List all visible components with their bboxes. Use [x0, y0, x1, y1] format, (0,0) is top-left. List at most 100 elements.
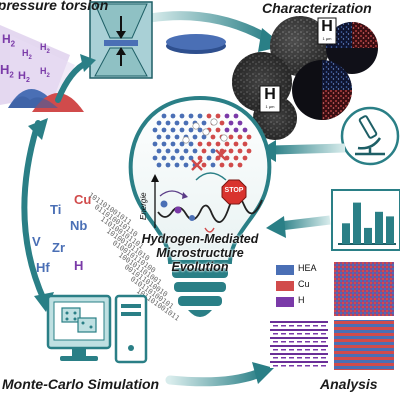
element-h: H	[74, 258, 84, 273]
computer-tower-icon	[114, 294, 148, 364]
legend-label-cu: Cu	[298, 279, 310, 289]
lattice-atom	[161, 141, 167, 147]
lattice-atom	[174, 120, 180, 126]
vacancy	[220, 134, 228, 142]
lattice-atom	[170, 155, 176, 161]
vacancy	[210, 118, 218, 126]
legend-swatch	[276, 265, 294, 275]
legend-swatch	[276, 297, 294, 307]
light-bulb	[128, 95, 272, 317]
lattice-atom	[170, 141, 176, 147]
lattice-atom	[188, 113, 194, 119]
lattice-atom	[233, 127, 239, 133]
stop-sign	[221, 179, 247, 205]
lattice-atom	[183, 162, 189, 168]
lattice-atom	[161, 155, 167, 161]
lattice-atom	[192, 134, 198, 140]
lattice-atom	[156, 134, 162, 140]
marker-scale-2: 1 µm	[265, 104, 275, 109]
lattice-atom	[219, 120, 225, 126]
hpt-anvils	[89, 1, 153, 79]
analysis-panels	[270, 262, 394, 370]
analysis-bar	[364, 227, 372, 244]
microscope-icon	[340, 106, 400, 166]
lattice-atom	[210, 162, 216, 168]
lattice-atom	[201, 134, 207, 140]
lattice-atom	[206, 155, 212, 161]
h2-label-4: H2	[0, 62, 14, 80]
element-hf: Hf	[36, 260, 50, 275]
arrow-up-to-hpt	[55, 54, 96, 103]
lattice-atom	[242, 141, 248, 147]
marker-h-2: H	[264, 86, 276, 103]
atom-lattice	[152, 113, 252, 168]
hpt-title: High-pressure torsion	[0, 0, 109, 13]
lattice-atom	[246, 134, 252, 140]
lattice-atom	[161, 127, 167, 133]
characterization-title: Characterization	[262, 0, 372, 16]
lattice-atom	[170, 113, 176, 119]
lattice-atom	[219, 162, 225, 168]
lattice-atom	[233, 155, 239, 161]
center-title-line-1: Hydrogen-Mediated	[141, 232, 259, 246]
lattice-atom	[183, 148, 189, 154]
lattice-atom	[165, 120, 171, 126]
analysis-bar	[386, 216, 394, 244]
lattice-atom	[179, 127, 185, 133]
lattice-atom	[242, 155, 248, 161]
lattice-atom	[156, 162, 162, 168]
lattice-atom	[215, 113, 221, 119]
lattice-atom	[201, 162, 207, 168]
lattice-atom	[246, 148, 252, 154]
vacancy	[202, 128, 210, 136]
lattice-atom	[206, 141, 212, 147]
h2-label-1: H2	[2, 32, 16, 49]
lattice-atom	[242, 127, 248, 133]
lattice-atom	[192, 148, 198, 154]
lattice-atom	[174, 134, 180, 140]
lattice-atom	[188, 155, 194, 161]
center-title-line-3: Evolution	[171, 260, 229, 274]
characterization-marker-boxes	[259, 17, 337, 113]
lattice-atom	[161, 113, 167, 119]
h2-label-3: H2	[40, 42, 50, 55]
element-ti: Ti	[50, 202, 62, 217]
lattice-atom	[174, 148, 180, 154]
lattice-atom	[237, 134, 243, 140]
analysis-legend	[276, 265, 294, 307]
stop-sign-label: STOP	[224, 187, 244, 194]
lattice-atom	[210, 134, 216, 140]
element-cu: Cu	[74, 192, 92, 207]
marker-h-1: H	[321, 18, 333, 35]
lattice-atom	[165, 162, 171, 168]
computer-monitor-icon	[46, 294, 112, 361]
lattice-atom	[197, 141, 203, 147]
lattice-atom	[224, 127, 230, 133]
center-title: Hydrogen-Mediated Microstructure Evoluti…	[100, 232, 300, 274]
lattice-atom	[237, 162, 243, 168]
analysis-bar	[375, 211, 383, 244]
analysis-bar	[353, 202, 361, 244]
lattice-atom	[201, 148, 207, 154]
lattice-atom	[152, 141, 158, 147]
marker-scale-1: 1 µm	[322, 36, 332, 41]
lattice-atom	[215, 141, 221, 147]
lattice-atom	[228, 120, 234, 126]
lattice-atom	[233, 141, 239, 147]
energy-landscape	[151, 149, 263, 233]
monte-carlo-title: Monte-Carlo Simulation	[2, 376, 160, 392]
analysis-title: Analysis	[320, 376, 378, 392]
lattice-atom	[237, 148, 243, 154]
h2-label-2: H2	[22, 48, 32, 61]
lattice-atom	[215, 127, 221, 133]
h2-label-5: H2	[18, 70, 30, 85]
analysis-bar-chart-icon	[331, 189, 400, 251]
energy-axis-label: Energie	[139, 192, 148, 220]
element-v: V	[32, 234, 41, 249]
element-nb: Nb	[70, 218, 88, 233]
lattice-atom	[152, 127, 158, 133]
lattice-atom	[188, 141, 194, 147]
lattice-atom	[174, 162, 180, 168]
